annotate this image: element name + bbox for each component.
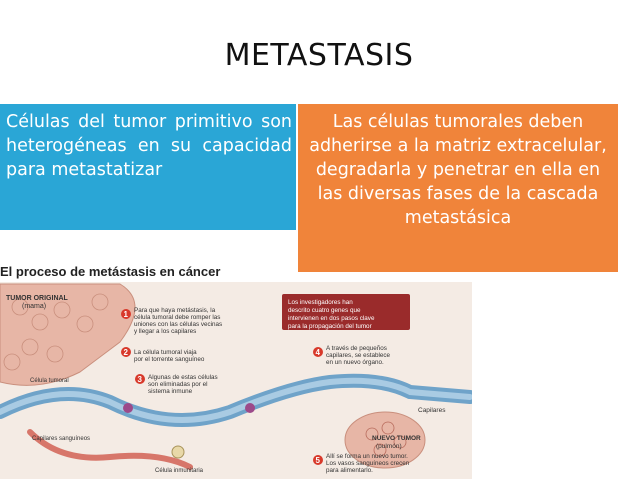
original-tumor-tissue (0, 283, 136, 386)
step-3-text: Algunas de estas células (148, 374, 218, 381)
blood-vessel-lumen (0, 377, 472, 423)
step-2-text: La célula tumoral viaja (134, 349, 197, 356)
tumor-cell-in-vessel (123, 403, 133, 413)
step-badge-4 (313, 347, 323, 357)
step-1-text: y llegar a los capilares (134, 328, 196, 335)
label-tumor-original: TUMOR ORIGINAL (6, 295, 69, 302)
step-4-text: A través de pequeños (326, 345, 387, 352)
label-nuevo-tumor: NUEVO TUMOR (372, 435, 421, 442)
step-5-text: Los vasos sanguíneos crecen (326, 460, 410, 467)
primitive-tumor-text-box: Células del tumor primitivo son heterogé… (0, 104, 296, 230)
capillary-branch (27, 429, 193, 470)
step-4-text: capilares, se establece (326, 352, 391, 359)
step-number-2: 2 (124, 348, 129, 357)
step-5-text: para alimentarlo. (326, 467, 373, 474)
info-box-line: descrito cuatro genes que (288, 307, 361, 314)
figure-title: El proceso de metástasis en cáncer (0, 264, 221, 279)
step-3-text: sistema inmune (148, 388, 193, 395)
immune-cell (171, 445, 185, 459)
step-2-text: por el torrente sanguíneo (134, 356, 205, 363)
label-capilares: Capilares (418, 407, 446, 414)
label-celula-tumoral: Célula tumoral (30, 378, 69, 384)
step-number-5: 5 (316, 456, 321, 465)
step-1-text: uniones con las células vecinas (134, 321, 222, 328)
info-box-line: intervienen en dos pasos clave (288, 315, 375, 322)
slide-title: METASTASIS (224, 38, 414, 73)
label-celula-inmunitaria: Célula inmunitaria (155, 468, 204, 474)
step-3-text: son eliminadas por el (148, 381, 208, 388)
step-5-text: Allí se forma un nuevo tumor. (326, 453, 408, 460)
step-number-3: 3 (138, 375, 143, 384)
step-number-4: 4 (316, 348, 321, 357)
step-1-text: Para que haya metástasis, la (134, 307, 216, 314)
label-mama: (mama) (22, 303, 46, 310)
info-box-line: Los investigadores han (288, 299, 353, 306)
extracellular-matrix-text-box: Las células tumorales deben adherirse a … (298, 104, 618, 272)
info-box-line: para la propagación del tumor (288, 323, 372, 330)
step-4-text: en un nuevo órgano. (326, 359, 384, 366)
step-badge-3 (135, 374, 145, 384)
step-1-text: célula tumoral debe romper las (134, 314, 220, 321)
label-pulmon: (pulmón) (376, 443, 402, 450)
step-badge-1 (121, 309, 131, 319)
step-badge-2 (121, 347, 131, 357)
label-capilares-sanguineos: Capilares sanguíneos (32, 436, 90, 442)
step-badge-5 (313, 455, 323, 465)
tumor-cell-in-vessel (245, 403, 255, 413)
tissue-cells (3, 293, 109, 371)
step-number-1: 1 (124, 310, 129, 319)
metastasis-process-illustration: TUMOR ORIGINAL (mama) Célula tumoral Cap… (0, 282, 472, 479)
info-box (282, 294, 410, 330)
new-tumor-cells (365, 421, 407, 457)
new-tumor-tissue (344, 411, 426, 469)
